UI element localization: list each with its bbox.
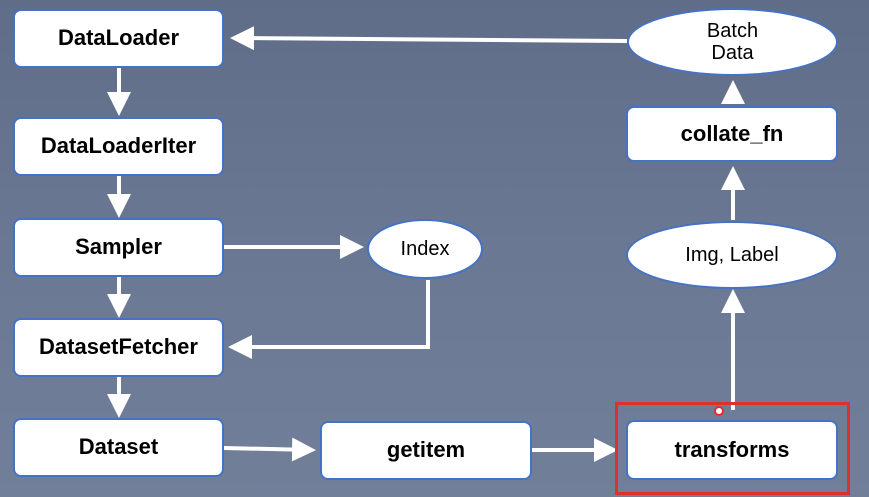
dataset-node: Dataset — [13, 418, 224, 477]
dataloaderiter-label: DataLoaderIter — [40, 133, 197, 159]
collate-fn-label: collate_fn — [680, 120, 784, 146]
collate-fn-node: collate_fn — [626, 106, 838, 162]
transforms-node: transforms — [626, 420, 838, 480]
transforms-label: transforms — [674, 436, 790, 462]
dataloader-label: DataLoader — [57, 25, 180, 51]
pointer-dot-icon — [714, 406, 724, 416]
sampler-label: Sampler — [75, 234, 162, 260]
datasetfetcher-node: DatasetFetcher — [13, 318, 224, 377]
dataloaderiter-node: DataLoaderIter — [13, 117, 224, 176]
getitem-node: getitem — [320, 421, 532, 480]
batch-data-node: Batch Data — [627, 8, 838, 76]
arrow-batch-data-to-dataloader — [230, 26, 628, 51]
img-label-label: Img, Label — [685, 244, 779, 266]
img-label-node: Img, Label — [626, 221, 838, 289]
index-node: Index — [367, 219, 483, 279]
arrow-dataset-to-getitem — [223, 437, 316, 462]
datasetfetcher-label: DatasetFetcher — [39, 334, 198, 360]
arrow-index-to-datasetfetcher — [228, 280, 430, 359]
batch-data-label: Batch Data — [706, 20, 759, 64]
transforms-highlight-box — [615, 402, 850, 495]
dataset-label: Dataset — [78, 434, 159, 460]
sampler-node: Sampler — [13, 218, 224, 277]
dataloader-node: DataLoader — [13, 9, 224, 68]
index-label: Index — [400, 238, 450, 260]
getitem-label: getitem — [386, 437, 466, 463]
